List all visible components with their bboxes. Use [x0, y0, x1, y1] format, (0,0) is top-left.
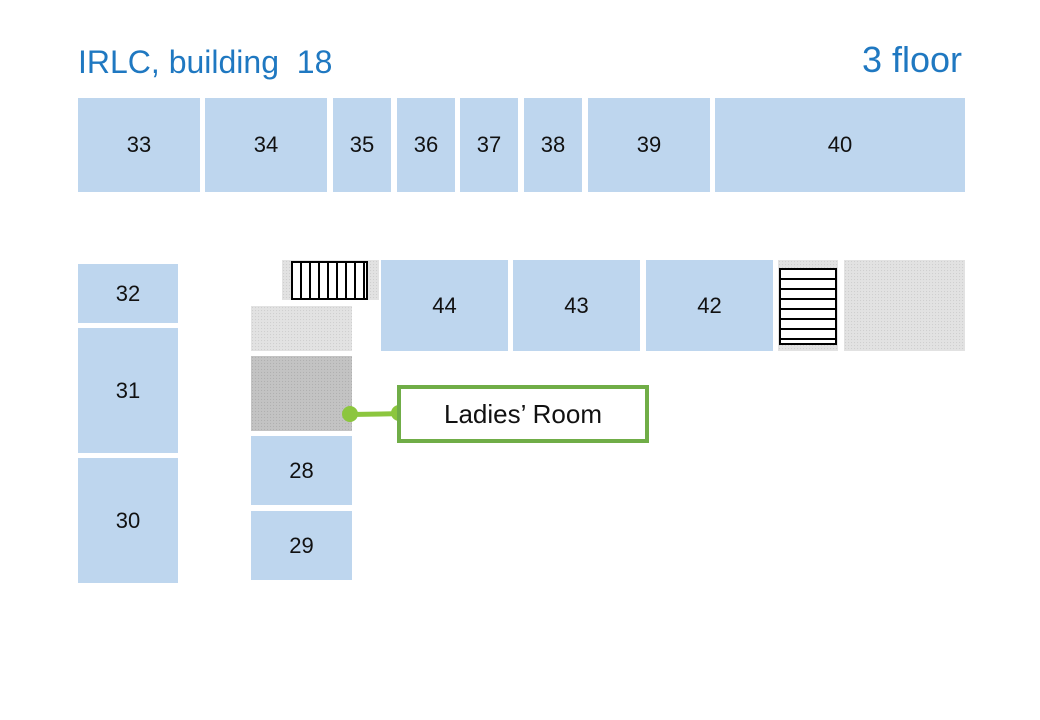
room-31[interactable]: 31 [78, 328, 178, 453]
callout-dot-start [342, 406, 358, 422]
room-40[interactable]: 40 [715, 98, 965, 192]
utility-area-inner [251, 306, 352, 351]
utility-area-right [844, 260, 965, 351]
ladies-room-area[interactable] [251, 356, 352, 431]
ladies-room-callout: Ladies’ Room [397, 385, 649, 443]
room-30[interactable]: 30 [78, 458, 178, 583]
room-42[interactable]: 42 [646, 260, 773, 351]
room-29[interactable]: 29 [251, 511, 352, 580]
room-44[interactable]: 44 [381, 260, 508, 351]
room-33[interactable]: 33 [78, 98, 200, 192]
room-35[interactable]: 35 [333, 98, 391, 192]
room-32[interactable]: 32 [78, 264, 178, 323]
floor-title: 3 floor [861, 39, 962, 80]
room-38[interactable]: 38 [524, 98, 582, 192]
building-title: IRLC, building 18 [78, 44, 333, 80]
room-28[interactable]: 28 [251, 436, 352, 505]
room-36[interactable]: 36 [397, 98, 455, 192]
stairs-icon [779, 268, 837, 345]
stairs-icon [291, 261, 368, 300]
room-39[interactable]: 39 [588, 98, 710, 192]
room-43[interactable]: 43 [513, 260, 640, 351]
room-37[interactable]: 37 [460, 98, 518, 192]
room-34[interactable]: 34 [205, 98, 327, 192]
